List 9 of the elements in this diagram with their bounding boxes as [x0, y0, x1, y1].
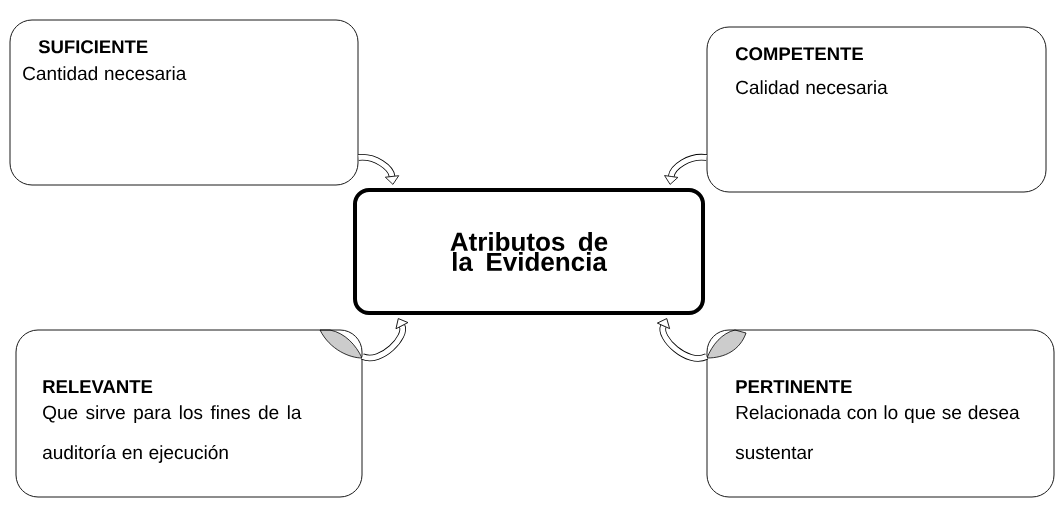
attribute-box: PERTINENTE Relacionada con lo que se desea sustentar	[706, 329, 1055, 498]
title-box: Atributos de la Evidencia	[353, 188, 705, 315]
curved-arrow	[664, 153, 707, 185]
attribute-box: COMPETENTE Calidad necesaria	[706, 26, 1047, 193]
attribute-box: RELEVANTE Que sirve para los fines de la auditoría en ejecución	[15, 329, 363, 498]
attribute-box: SUFICIENTE Cantidad necesaria	[9, 19, 359, 186]
curved-arrow	[361, 318, 409, 362]
curved-arrow	[656, 318, 708, 362]
curved-arrow	[358, 154, 400, 185]
